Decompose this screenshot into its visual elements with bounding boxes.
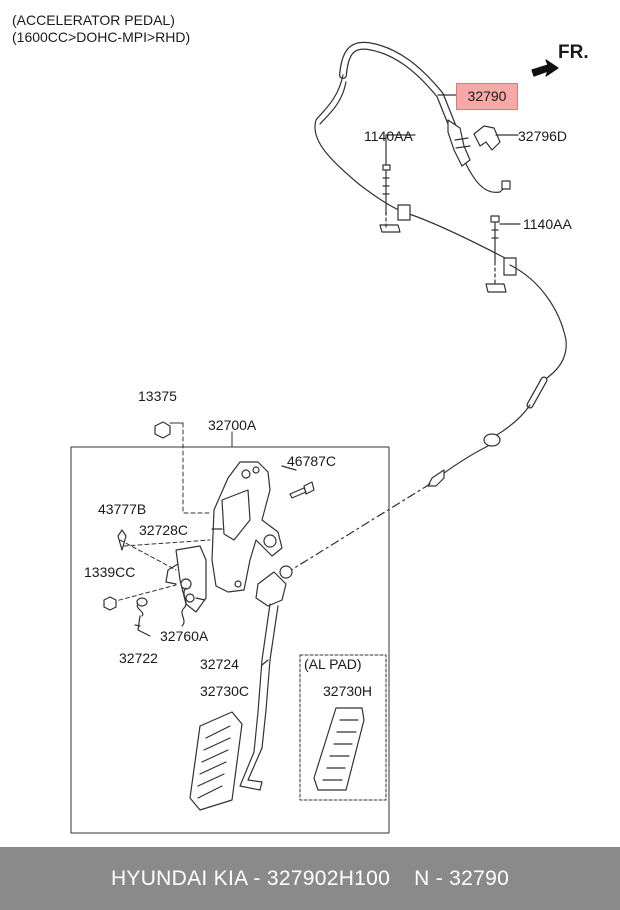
al-pad-box: [299, 654, 387, 801]
bolt-lower: [490, 215, 500, 263]
clip-43777b: [117, 529, 127, 551]
callout-32730h[interactable]: 32730H: [323, 683, 373, 699]
highlighted-part-label[interactable]: 32790: [456, 83, 518, 110]
cable-outer-lower: [509, 264, 567, 381]
callout-32796d[interactable]: 32796D: [518, 128, 568, 144]
pedal-stopper: [255, 571, 287, 607]
callout-32700a[interactable]: 32700A: [208, 417, 257, 433]
spring-32760a: [181, 587, 187, 627]
pedal-arm-32724: [239, 603, 279, 791]
pedal-pad-32730h: [313, 707, 365, 791]
callout-1140aa-lower[interactable]: 1140AA: [523, 216, 572, 232]
pedal-bracket: [211, 461, 283, 593]
bracket-32796d: [473, 125, 501, 151]
header-line-2: (1600CC>DOHC-MPI>RHD): [12, 29, 191, 45]
callout-32730c[interactable]: 32730C: [200, 683, 250, 699]
callout-32722[interactable]: 32722: [119, 650, 158, 666]
direction-label: FR.: [558, 42, 589, 63]
cable-adjuster: [447, 119, 471, 167]
nut-13375: [154, 421, 171, 439]
footer-bar: HYUNDAI KIA - 327902H100 N - 32790: [0, 847, 620, 910]
accelerator-pedal-diagram: [70, 41, 567, 834]
cable-grommet: [483, 433, 501, 447]
callout-32760a[interactable]: 32760A: [160, 628, 209, 644]
spring-32722: [136, 603, 151, 637]
footer-ref-number: N - 32790: [414, 867, 510, 890]
bolt-upper: [382, 164, 391, 216]
pedal-assy-box: [70, 446, 390, 834]
al-pad-label: (AL PAD): [304, 656, 362, 672]
bolt-46787c: [289, 481, 315, 499]
nut-1339cc: [103, 596, 117, 611]
callout-1339cc[interactable]: 1339CC: [84, 564, 136, 580]
pedal-pad-32730c: [189, 711, 243, 811]
callout-13375[interactable]: 13375: [138, 388, 177, 404]
header-line-1: (ACCELERATOR PEDAL): [12, 12, 175, 28]
callout-1140aa-upper[interactable]: 1140AA: [364, 128, 413, 144]
callout-43777b[interactable]: 43777B: [98, 501, 147, 517]
footer-part-number: HYUNDAI KIA - 327902H100: [110, 867, 391, 890]
callout-46787c[interactable]: 46787C: [287, 453, 337, 469]
callout-32728c[interactable]: 32728C: [139, 522, 189, 538]
callout-32724[interactable]: 32724: [200, 656, 239, 672]
cable-loop-left: [314, 74, 506, 259]
direction-arrow-icon: [531, 59, 559, 77]
